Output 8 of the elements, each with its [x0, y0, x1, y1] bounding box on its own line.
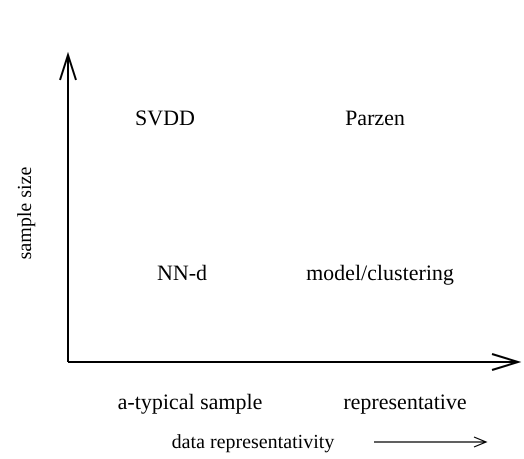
quadrant-label: model/clustering: [306, 262, 454, 284]
quadrant-label: SVDD: [135, 107, 195, 129]
axis-title: data representativity: [172, 432, 334, 452]
axis-category-label: representative: [343, 391, 467, 413]
quadrant-label: Parzen: [345, 107, 405, 129]
axis-title: sample size: [15, 166, 35, 260]
quadrant-label: NN-d: [156, 262, 208, 284]
axis-category-label: a-typical sample: [118, 391, 262, 413]
